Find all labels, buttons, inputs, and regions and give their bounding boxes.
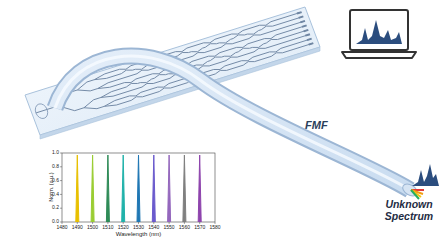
fiber-label: FMF	[305, 119, 328, 131]
tick-label: 1530	[133, 225, 144, 231]
axis-title: Wavelength (nm)	[116, 231, 161, 238]
tick-label: 0.8	[52, 164, 59, 170]
tick-label: 1510	[102, 225, 113, 231]
tick-label: 1500	[87, 225, 98, 231]
tick-label: 1520	[118, 225, 129, 231]
laptop-icon	[342, 10, 416, 58]
tick-label: 1580	[209, 225, 220, 231]
output-label: Unknown Spectrum	[378, 199, 440, 222]
output-light	[411, 190, 424, 199]
tick-label: 1480	[56, 225, 67, 231]
tick-label: 1490	[72, 225, 83, 231]
tick-label: 1570	[194, 225, 205, 231]
tick-label: 1540	[148, 225, 159, 231]
spectrum-icon	[412, 164, 439, 186]
tick-label: 1.0	[52, 150, 59, 156]
spectrum-plot	[60, 153, 215, 224]
tick-label: 0.4	[52, 192, 59, 198]
tick-label: 0.6	[52, 178, 59, 184]
tick-label: 1550	[164, 225, 175, 231]
tick-label: 0.2	[52, 205, 59, 211]
tick-label: 1560	[179, 225, 190, 231]
